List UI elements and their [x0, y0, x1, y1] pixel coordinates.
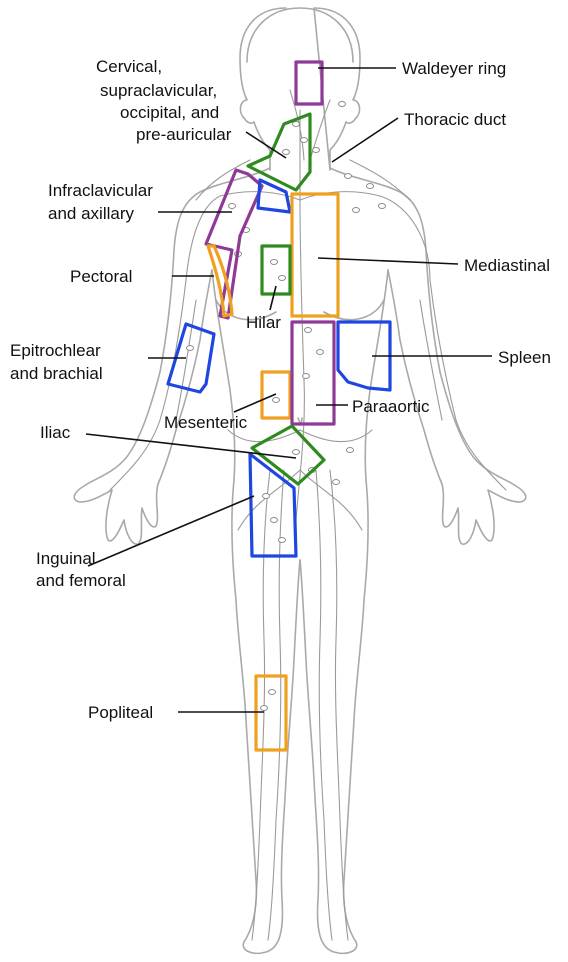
label-cervical-4: pre-auricular [136, 125, 232, 144]
label-epitrochlear-2: and brachial [10, 364, 103, 383]
head-top [247, 8, 353, 62]
cervical-region-box [248, 114, 310, 190]
label-cervical-3: occipital, and [120, 103, 219, 122]
leader-hilar [270, 286, 276, 310]
label-paraaortic: Paraaortic [352, 397, 430, 416]
label-cervical-2: supraclavicular, [100, 81, 217, 100]
label-waldeyer-ring: Waldeyer ring [402, 59, 506, 78]
paraaortic-box [292, 322, 334, 424]
label-spleen: Spleen [498, 348, 551, 367]
lymph-vessels [110, 90, 506, 940]
mesenteric-box [262, 372, 290, 418]
label-epitrochlear-1: Epitrochlear [10, 341, 101, 360]
label-infraclavicular-1: Infraclavicular [48, 181, 153, 200]
label-pectoral: Pectoral [70, 267, 132, 286]
label-cervical-1: Cervical, [96, 57, 162, 76]
leader-inguinal [88, 496, 254, 566]
label-thoracic-duct: Thoracic duct [404, 110, 506, 129]
torso-right-side [300, 270, 388, 953]
text-labels: Waldeyer ring Thoracic duct Cervical, su… [10, 57, 551, 722]
mediastinal-box [292, 194, 338, 316]
label-infraclavicular-2: and axillary [48, 204, 134, 223]
label-mesenteric: Mesenteric [164, 413, 248, 432]
label-hilar: Hilar [246, 313, 281, 332]
popliteal-box [256, 676, 286, 750]
label-inguinal-2: and femoral [36, 571, 126, 590]
left-shoulder-arm [74, 168, 270, 544]
label-mediastinal: Mediastinal [464, 256, 550, 275]
leader-thoracic-duct [332, 118, 398, 162]
leader-iliac [86, 434, 296, 458]
label-inguinal-1: Inguinal [36, 549, 96, 568]
label-iliac: Iliac [40, 423, 71, 442]
inguinal-femoral-box [250, 454, 296, 556]
navel [298, 418, 302, 423]
label-popliteal: Popliteal [88, 703, 153, 722]
leader-mesenteric [234, 394, 276, 412]
